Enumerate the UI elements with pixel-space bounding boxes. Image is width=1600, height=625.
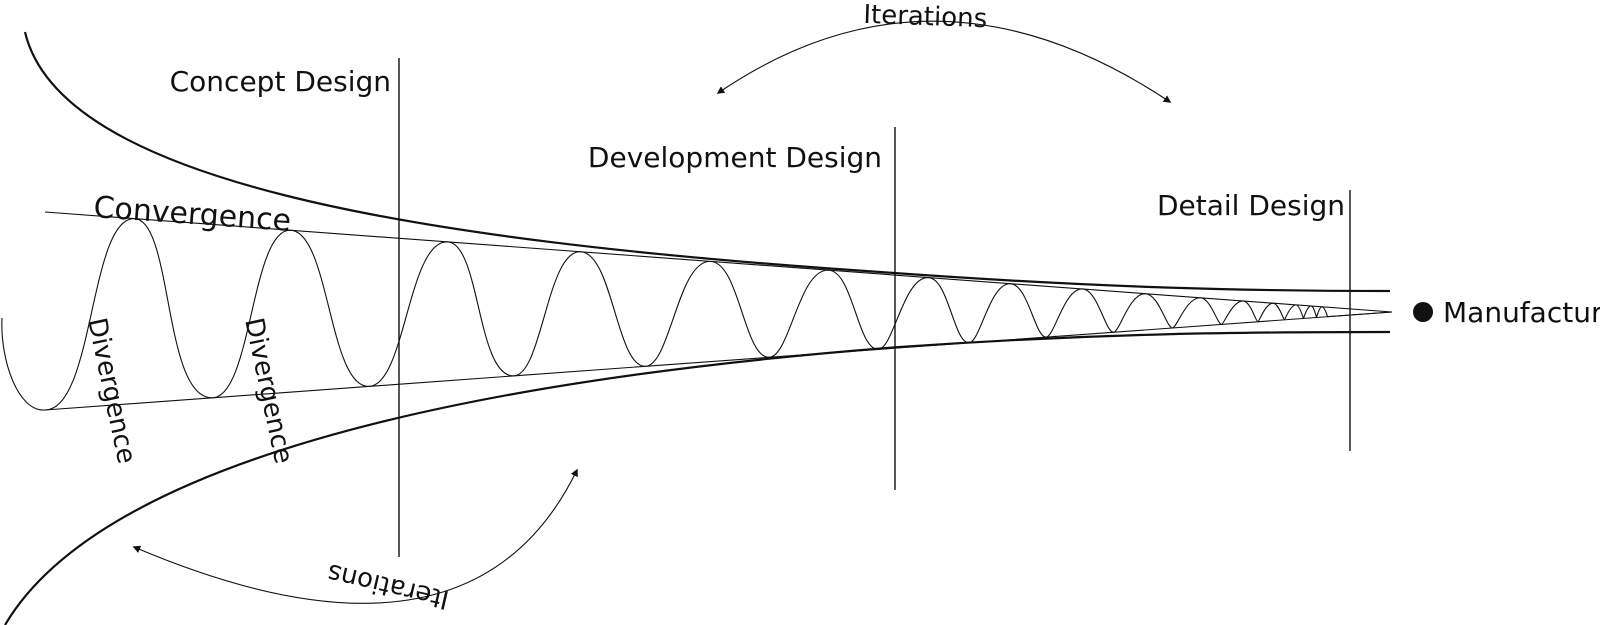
development-design-label: Development Design bbox=[588, 141, 882, 174]
convergence-line-top bbox=[44, 211, 1393, 313]
convergence-line-bottom bbox=[44, 311, 1393, 411]
divergence-label-1: Divergence bbox=[81, 315, 141, 466]
iterations-label-bottom: Iterations bbox=[324, 557, 451, 614]
detail-design-label: Detail Design bbox=[1157, 189, 1345, 222]
concept-design-label: Concept Design bbox=[170, 65, 391, 98]
convergence-label: Convergence bbox=[92, 190, 292, 239]
manufacture-dot-icon bbox=[1413, 302, 1433, 322]
iteration-wave bbox=[44, 218, 1393, 411]
left-divergence-curl bbox=[1, 317, 46, 411]
iterations-arc-bottom bbox=[132, 468, 578, 604]
outer-funnel-bottom bbox=[4, 330, 1391, 625]
divergence-label-2: Divergence bbox=[238, 315, 298, 466]
outer-funnel-top bbox=[23, 31, 1391, 293]
iterations-label-top: Iterations bbox=[863, 0, 988, 34]
iterations-arc-top bbox=[716, 20, 1172, 103]
manufacture-label: Manufacture bbox=[1443, 296, 1600, 329]
